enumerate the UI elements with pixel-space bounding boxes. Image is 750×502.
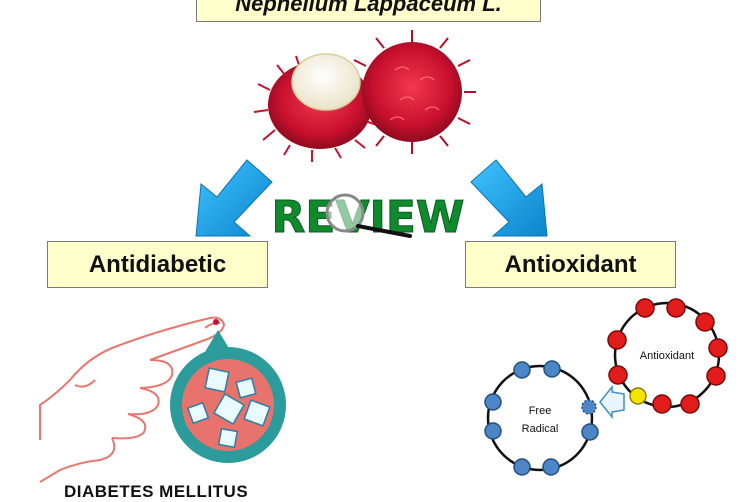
- antioxidant-molecule: Antioxidant: [607, 298, 728, 414]
- rambutan-fruit-image: [253, 30, 476, 162]
- antidiabetic-box: Antidiabetic: [47, 241, 268, 288]
- antioxidant-box: Antioxidant: [465, 241, 676, 288]
- title-box: Nephelium Lappaceum L.: [196, 0, 541, 22]
- glucose-magnified-circle: [170, 330, 286, 463]
- review-graphic: REVIEW: [271, 192, 465, 244]
- arrow-right: [470, 159, 548, 237]
- rambutan-right: [353, 30, 476, 154]
- free-radical-molecule: Free Radical: [484, 360, 599, 476]
- electron-transfer-arrow: [599, 384, 625, 420]
- free-radical-label-line2: Radical: [522, 423, 559, 435]
- title-text: Nephelium Lappaceum L.: [235, 0, 502, 16]
- antidiabetic-label: Antidiabetic: [88, 250, 227, 278]
- hand-illustration: [39, 316, 225, 483]
- free-radical-label-line1: Free: [529, 405, 552, 417]
- diabetes-caption: DIABETES MELLITUS: [64, 482, 249, 501]
- magnifier-icon: [325, 193, 412, 238]
- antioxidant-molecule-label: Antioxidant: [640, 350, 694, 362]
- review-word: REVIEW: [272, 192, 465, 243]
- rambutan-left: [253, 53, 381, 162]
- sugar-cube-icons: [186, 367, 271, 449]
- antioxidant-label: Antioxidant: [504, 250, 637, 278]
- arrow-left: [195, 159, 273, 237]
